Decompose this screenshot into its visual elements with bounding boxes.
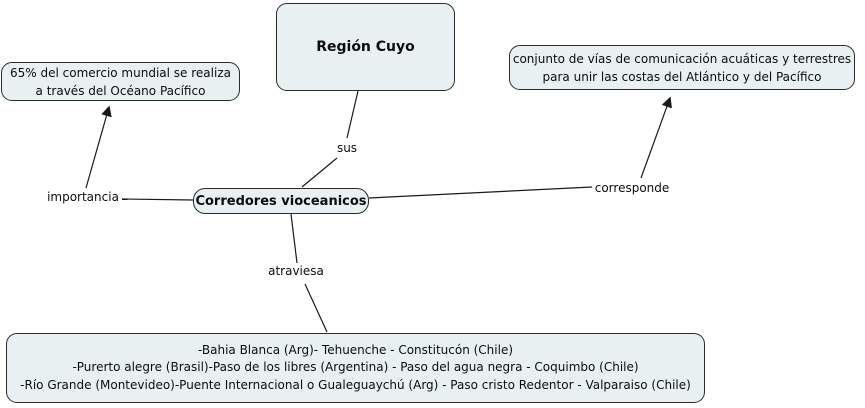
node-rutas[interactable]: -Bahia Blanca (Arg)- Tehuenche - Constit… bbox=[6, 333, 705, 403]
node-comercio-line2: a través del Océano Pacífico bbox=[35, 83, 206, 98]
link-label-sus[interactable]: sus bbox=[334, 141, 360, 155]
connector-corredores-to-atraviesa bbox=[290, 213, 298, 264]
node-region-cuyo-label: Región Cuyo bbox=[316, 39, 415, 55]
connector-sus-to-corredores bbox=[301, 157, 338, 188]
node-rutas-line2: -Purerto alegre (Brasil)-Paso de los lib… bbox=[72, 360, 639, 375]
link-label-atraviesa[interactable]: atraviesa bbox=[266, 264, 326, 278]
connector-corresponde-to-definicion bbox=[640, 96, 672, 179]
node-definicion-line1: conjunto de vías de comunicación acuátic… bbox=[512, 51, 852, 66]
node-rutas-line1: -Bahia Blanca (Arg)- Tehuenche - Constit… bbox=[197, 342, 514, 357]
connector-importancia-to-comercio bbox=[85, 105, 112, 189]
connector-cuyo-to-sus bbox=[346, 90, 359, 139]
node-region-cuyo[interactable]: Región Cuyo bbox=[276, 3, 455, 91]
node-definicion[interactable]: conjunto de vías de comunicación acuátic… bbox=[509, 45, 855, 90]
connector-atraviesa-to-rutas bbox=[304, 283, 328, 333]
node-definicion-line2: para unir las costas del Atlántico y del… bbox=[542, 69, 822, 84]
node-comercio-mundial[interactable]: 65% del comercio mundial se realiza a tr… bbox=[1, 62, 240, 101]
node-comercio-line1: 65% del comercio mundial se realiza bbox=[10, 65, 231, 80]
link-label-corresponde[interactable]: corresponde bbox=[592, 181, 672, 195]
node-corredores-vioceanicos[interactable]: Corredores vioceanicos bbox=[193, 188, 369, 214]
connector-corredores-to-corresponde bbox=[368, 186, 593, 199]
node-corredores-label: Corredores vioceanicos bbox=[195, 193, 367, 209]
connector-corredores-to-importancia bbox=[121, 198, 194, 201]
link-label-importancia[interactable]: importancia bbox=[45, 190, 121, 204]
node-rutas-line3: -Río Grande (Montevideo)-Puente Internac… bbox=[20, 377, 691, 392]
